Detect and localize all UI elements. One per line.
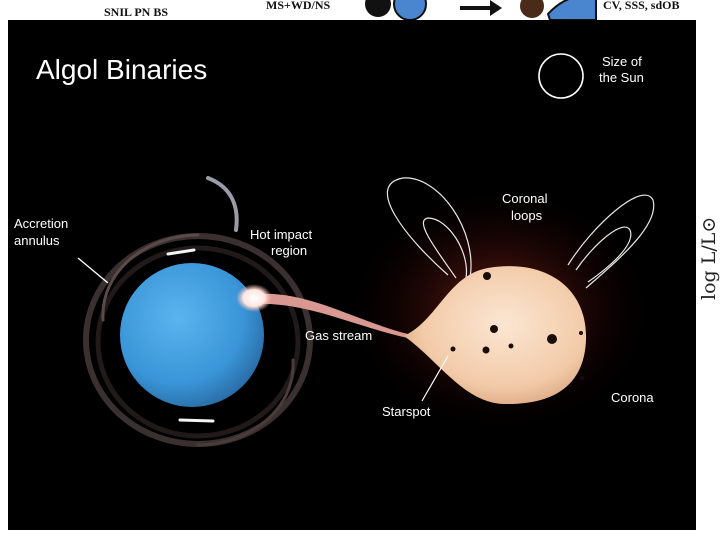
side-axis: log L/L⊙	[696, 20, 728, 530]
header-fragment-left: SNIL PN BS	[104, 5, 168, 20]
starspot-label: Starspot	[382, 404, 431, 419]
sun-size-label-line2: the Sun	[599, 70, 644, 85]
gas-stream-label: Gas stream	[305, 328, 372, 343]
coronal-loops-label-line1: Coronal	[502, 191, 548, 206]
header-blue-star-icon	[394, 0, 426, 20]
header-arrow-icon	[460, 0, 502, 16]
accretion-pointer	[78, 258, 108, 283]
header-star-icons	[360, 0, 600, 20]
sun-size-circle-icon	[539, 54, 583, 98]
hot-impact-label-line2: region	[271, 243, 307, 258]
header-dark-star-icon	[365, 0, 391, 17]
accretion-annulus-label-line2: annulus	[14, 233, 60, 248]
header-fragment-right: CV, SSS, sdOB	[603, 0, 680, 13]
corona-label: Corona	[611, 390, 654, 405]
side-axis-label: log L/L⊙	[698, 170, 720, 300]
sun-size-label-line1: Size of	[602, 54, 642, 69]
diagram-canvas: Algol Binaries Size of the Sun	[8, 20, 696, 530]
accretor-star	[120, 263, 264, 407]
coronal-loops-label-line2: loops	[511, 208, 543, 223]
algol-binary-diagram: Algol Binaries Size of the Sun	[8, 20, 696, 530]
cropped-figure-header: SNIL PN BS MS+WD/NS CV, SSS, sdOB	[0, 0, 728, 20]
diagram-title: Algol Binaries	[36, 54, 207, 85]
header-blue-lobe-icon	[548, 0, 596, 20]
header-brown-star-icon	[520, 0, 544, 18]
header-fragment-middle: MS+WD/NS	[266, 0, 330, 13]
accretion-annulus-label-line1: Accretion	[14, 216, 68, 231]
hot-impact-region	[236, 284, 272, 312]
hot-impact-label-line1: Hot impact	[250, 227, 313, 242]
